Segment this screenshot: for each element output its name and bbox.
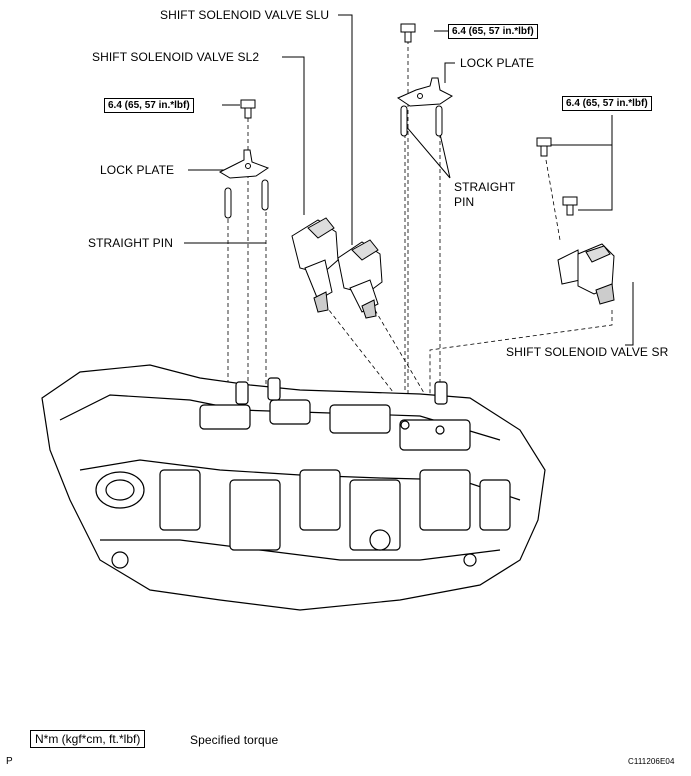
leader-torque-right bbox=[550, 115, 613, 211]
bolt-top bbox=[400, 23, 416, 43]
label-straight-pin-right-2: PIN bbox=[454, 195, 475, 209]
straight-pins bbox=[224, 105, 443, 219]
solenoid-sl2 bbox=[291, 217, 339, 313]
leader-lock-right bbox=[444, 62, 455, 83]
bolt-right-2 bbox=[562, 196, 578, 216]
legend-torque-text: Specified torque bbox=[190, 733, 279, 747]
solenoid-sr bbox=[557, 243, 615, 305]
figure-code: C111206E04 bbox=[628, 757, 675, 766]
label-lock-plate-left: LOCK PLATE bbox=[100, 163, 175, 177]
valve-body bbox=[41, 364, 546, 611]
leader-sl2 bbox=[282, 56, 305, 215]
solenoid-slu bbox=[337, 239, 383, 319]
label-sr: SHIFT SOLENOID VALVE SR bbox=[506, 345, 669, 359]
torque-box-right: 6.4 (65, 57 in.*lbf) bbox=[562, 96, 652, 111]
label-lock-plate-right: LOCK PLATE bbox=[460, 56, 535, 70]
corner-letter: P bbox=[6, 756, 13, 767]
bolt-left bbox=[240, 99, 256, 119]
leader-slu bbox=[338, 14, 353, 245]
legend-torque-box: N*m (kgf*cm, ft.*lbf) bbox=[30, 730, 146, 748]
torque-box-top: 6.4 (65, 57 in.*lbf) bbox=[448, 24, 538, 39]
label-straight-pin-right-1: STRAIGHT bbox=[454, 180, 516, 194]
leader-straight-right bbox=[404, 124, 451, 179]
label-sl2: SHIFT SOLENOID VALVE SL2 bbox=[92, 50, 260, 64]
bolt-right-1 bbox=[536, 137, 552, 157]
lock-plate-left bbox=[218, 149, 270, 179]
torque-box-left: 6.4 (65, 57 in.*lbf) bbox=[104, 98, 194, 113]
lock-plate-right bbox=[396, 77, 453, 107]
label-straight-pin-left: STRAIGHT PIN bbox=[88, 236, 173, 250]
label-slu: SHIFT SOLENOID VALVE SLU bbox=[160, 8, 330, 22]
leader-sr bbox=[625, 282, 634, 346]
